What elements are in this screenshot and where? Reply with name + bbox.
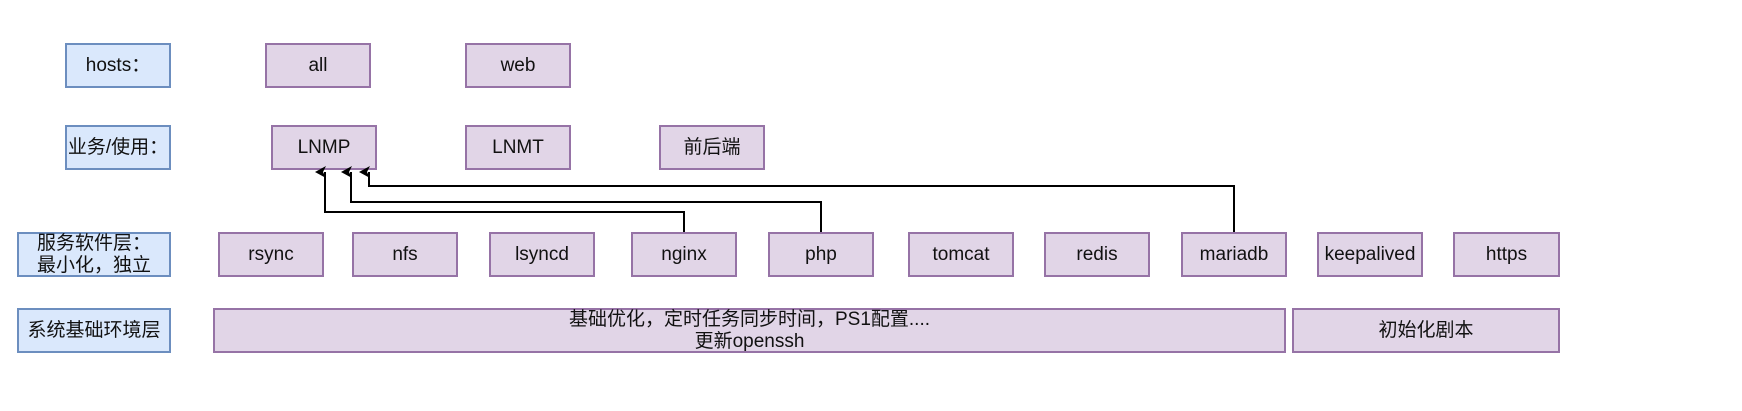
row-label-hosts: hosts： <box>65 43 171 88</box>
business-node-frontend-backend[interactable]: 前后端 <box>659 125 765 170</box>
service-node-tomcat[interactable]: tomcat <box>908 232 1014 277</box>
service-node-mariadb[interactable]: mariadb <box>1181 232 1287 277</box>
host-node-web[interactable]: web <box>465 43 571 88</box>
service-node-keepalived[interactable]: keepalived <box>1317 232 1423 277</box>
row-label-services: 服务软件层： 最小化，独立 <box>17 232 171 277</box>
service-node-nfs[interactable]: nfs <box>352 232 458 277</box>
service-node-nginx[interactable]: nginx <box>631 232 737 277</box>
service-node-lsyncd[interactable]: lsyncd <box>489 232 595 277</box>
base-node-optimization[interactable]: 基础优化，定时任务同步时间，PS1配置.... 更新openssh <box>213 308 1286 353</box>
service-node-php[interactable]: php <box>768 232 874 277</box>
service-node-rsync[interactable]: rsync <box>218 232 324 277</box>
edge-mariadb-to-lnmp <box>359 166 1235 232</box>
row-label-base: 系统基础环境层 <box>17 308 171 353</box>
edge-nginx-to-lnmp <box>315 166 685 232</box>
row-label-business: 业务/使用： <box>65 125 171 170</box>
business-node-lnmp[interactable]: LNMP <box>271 125 377 170</box>
business-node-lnmt[interactable]: LNMT <box>465 125 571 170</box>
service-node-redis[interactable]: redis <box>1044 232 1150 277</box>
service-node-https[interactable]: https <box>1453 232 1560 277</box>
edge-php-to-lnmp <box>341 166 822 232</box>
host-node-all[interactable]: all <box>265 43 371 88</box>
base-node-init-playbook[interactable]: 初始化剧本 <box>1292 308 1560 353</box>
